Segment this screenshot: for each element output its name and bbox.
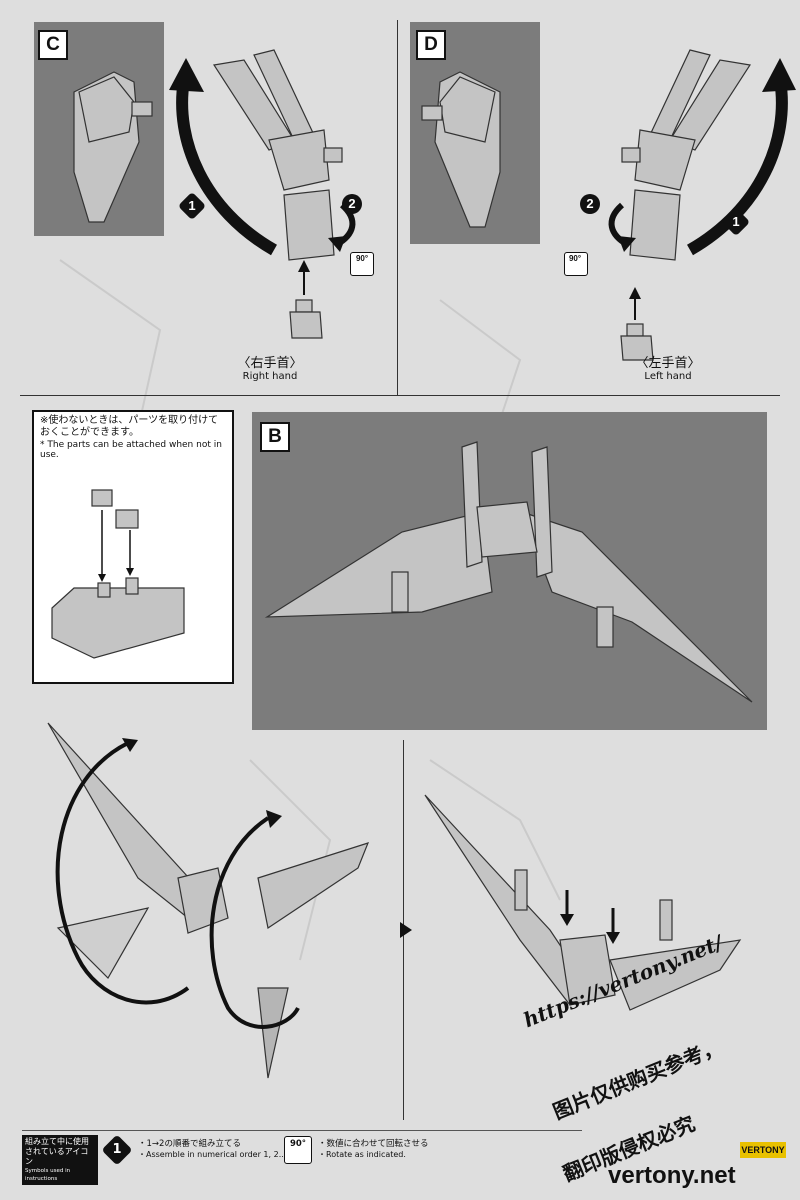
rotate-icon-label: 90° [289,1139,307,1149]
right-hand-en: Right hand [242,371,298,382]
rotate-90-icon-d [564,252,588,276]
step1-number: 1 [188,198,196,213]
note-jp-line2: おくことができます。 [40,427,139,438]
rotate-90-label: 90° [355,254,369,263]
storage-note-box: ※使わないときは、パーツを取り付けて おくことができます。 * The part… [32,410,234,684]
note-en: * The parts can be attached when not in … [40,440,222,460]
right-hand-caption: 〈右手首〉 Right hand [230,352,310,382]
legend-title-jp1: 組み立て中に使用 [25,1137,89,1146]
legend-item2: ・数値に合わせて回転させる ・Rotate as indicated. [318,1137,429,1160]
rotate-icon [284,1136,312,1164]
icon-legend: 組み立て中に使用 されているアイコン Symbols used in instr… [22,1130,582,1185]
left-hand-jp: 〈左手首〉 [635,356,701,371]
watermark-brand: vertony.net [608,1162,736,1189]
step2-badge-d [580,194,600,214]
legend-item2-en: ・Rotate as indicated. [318,1150,406,1159]
panel-b [252,412,767,730]
panel-d-diagram [608,49,796,361]
rotate-90-label-d: 90° [568,254,582,263]
storage-illustration [51,489,185,659]
legend-title-jp2: されているアイコン [25,1147,89,1166]
step1-number-d: 1 [732,214,740,229]
step-number-icon-label: 1 [112,1142,122,1157]
rotate-90-icon [350,252,374,276]
legend-item2-jp: ・数値に合わせて回転させる [318,1139,429,1149]
top-row-rule [20,395,780,396]
right-hand-jp: 〈右手首〉 [237,356,303,371]
arm-part-illustration [73,71,153,223]
next-step-arrow [400,922,412,938]
left-hand-en: Left hand [644,371,692,382]
panel-c-inset [34,22,164,236]
wing-rotation-diagram [47,722,370,1079]
panel-c-diagram [169,49,356,339]
wing-unit-illustration [264,441,753,703]
step2-badge [342,194,362,214]
top-divider [397,20,398,395]
left-hand-caption: 〈左手首〉 Left hand [628,352,708,382]
wing-folded-diagram [424,794,742,1011]
note-jp-line1: ※使わないときは、パーツを取り付けて [40,415,219,426]
step2-number-d: 2 [586,196,594,211]
panel-d-inset [410,22,540,244]
arm-part-illustration-left [421,71,501,228]
legend-item1: ・1→2の順番で組み立てる ・Assemble in numerical ord… [138,1137,286,1160]
watermark-badge: VERTONY [740,1142,786,1158]
panel-d-label: D [416,30,446,60]
legend-title: 組み立て中に使用 されているアイコン Symbols used in instr… [22,1135,98,1185]
step2-number: 2 [348,196,356,211]
panel-b-label: B [260,422,290,452]
legend-title-en: Symbols used in instructions [25,1168,71,1182]
legend-item1-en: ・Assemble in numerical order 1, 2... [138,1150,287,1159]
panel-c-label: C [38,30,68,60]
legend-item1-jp: ・1→2の順番で組み立てる [138,1139,241,1149]
